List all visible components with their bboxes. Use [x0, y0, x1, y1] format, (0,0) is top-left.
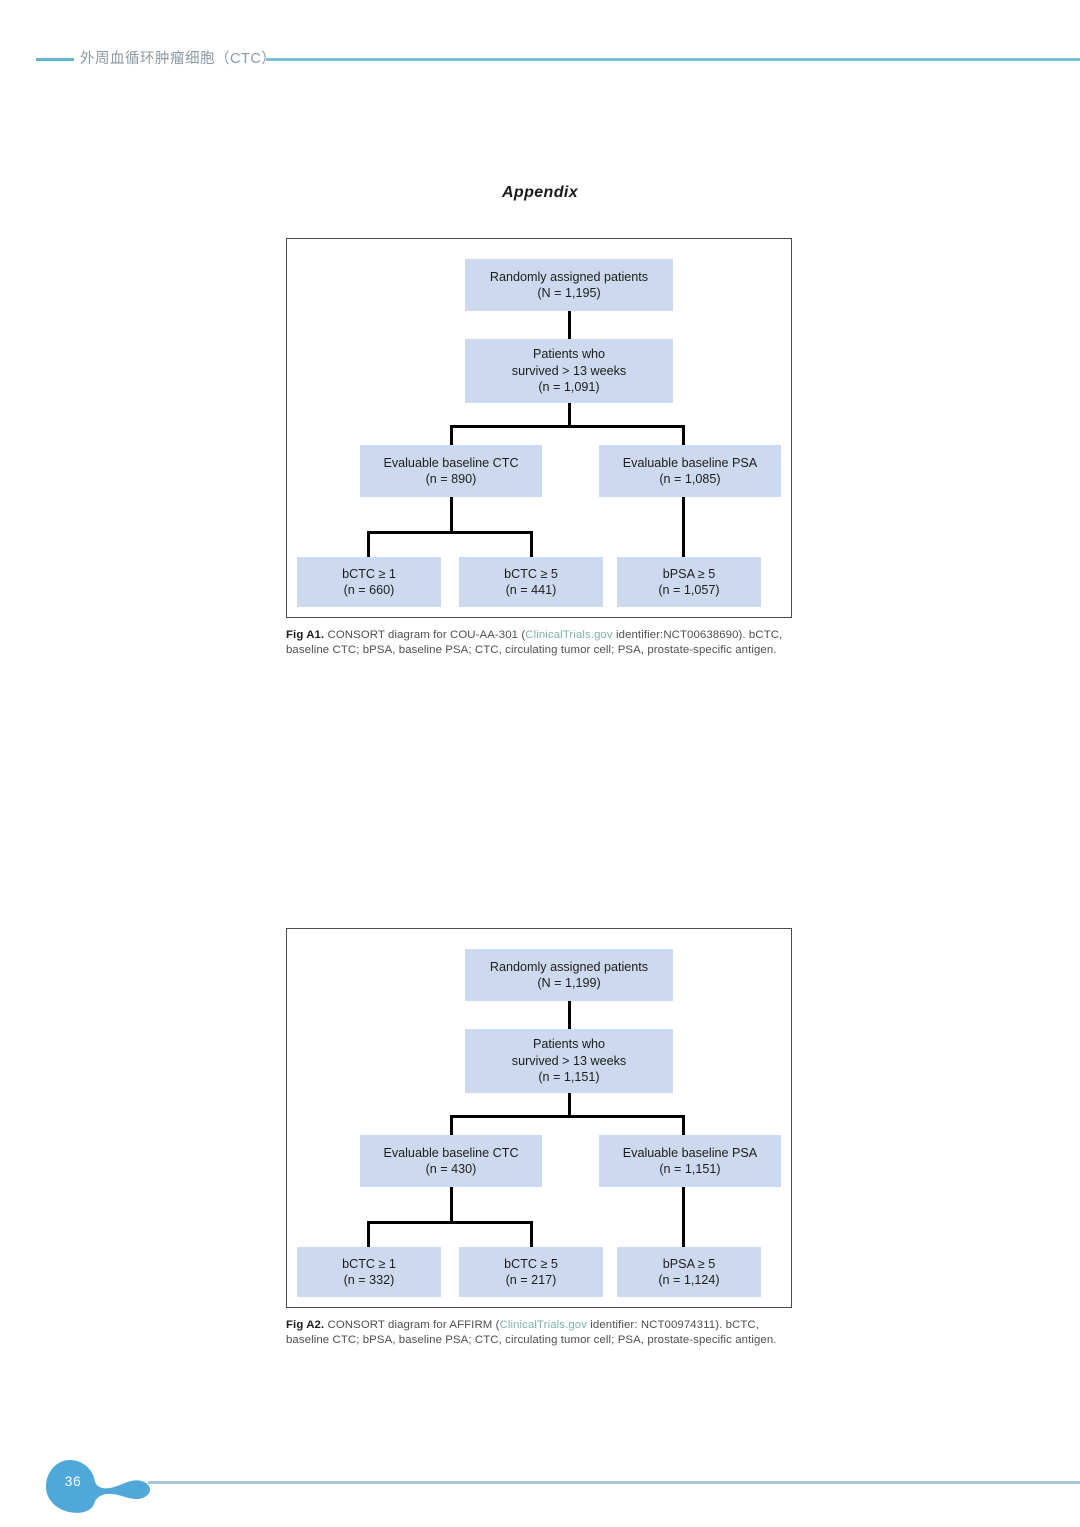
figure-a1: Randomly assigned patients (N = 1,195) P…	[286, 238, 794, 618]
node-evaluable-baseline-ctc: Evaluable baseline CTC (n = 430)	[360, 1135, 542, 1187]
node-label-line1: Randomly assigned patients	[489, 959, 649, 974]
header-rule-left	[36, 58, 74, 61]
caption-label: Fig A2.	[286, 1319, 325, 1331]
node-randomly-assigned-patients: Randomly assigned patients (N = 1,199)	[465, 949, 673, 1001]
node-bctc-ge-1: bCTC ≥ 1 (n = 332)	[297, 1247, 441, 1297]
node-count: (n = 1,085)	[659, 472, 721, 486]
connector-split-bus	[450, 425, 685, 428]
connector-ctc-down	[450, 1187, 453, 1223]
node-count: (N = 1,195)	[537, 286, 601, 300]
connector-psa-to-bpsa	[682, 497, 685, 557]
header-rule-right	[266, 58, 1080, 61]
connector-bus-to-ctc	[450, 1115, 453, 1135]
connector-bus-to-bctc1	[367, 531, 370, 557]
connector-survive-down	[567, 403, 571, 427]
node-randomly-assigned-patients: Randomly assigned patients (N = 1,195)	[465, 259, 673, 311]
header-title: 外周血循环肿瘤细胞（CTC）	[80, 51, 277, 67]
footer-rule	[148, 1481, 1080, 1484]
clinicaltrials-link[interactable]: ClinicalTrials.gov	[499, 1319, 587, 1331]
caption-text-after-link: identifier: NCT00974311). bCTC, baseline…	[286, 1319, 777, 1347]
node-bctc-ge-5: bCTC ≥ 5 (n = 217)	[459, 1247, 603, 1297]
node-count: (n = 217)	[505, 1273, 557, 1287]
node-evaluable-baseline-psa: Evaluable baseline PSA (n = 1,151)	[599, 1135, 781, 1187]
node-label-line1: Evaluable baseline PSA	[622, 455, 758, 470]
node-evaluable-baseline-ctc: Evaluable baseline CTC (n = 890)	[360, 445, 542, 497]
consort-diagram-a1: Randomly assigned patients (N = 1,195) P…	[286, 238, 792, 618]
clinicaltrials-link[interactable]: ClinicalTrials.gov	[525, 629, 613, 641]
node-count: (N = 1,199)	[537, 976, 601, 990]
node-patients-survived: Patients who survived > 13 weeks (n = 1,…	[465, 1029, 673, 1093]
node-count: (n = 332)	[343, 1273, 395, 1287]
node-bpsa-ge-5: bPSA ≥ 5 (n = 1,124)	[617, 1247, 761, 1297]
figure-a1-caption: Fig A1. CONSORT diagram for COU-AA-301 (…	[286, 628, 798, 658]
appendix-title: Appendix	[501, 184, 579, 201]
caption-label: Fig A1.	[286, 629, 325, 641]
node-count: (n = 441)	[505, 583, 557, 597]
caption-text-before-link: CONSORT diagram for COU-AA-301 (	[324, 629, 526, 641]
node-count: (n = 1,151)	[538, 1070, 600, 1085]
connector-ctc-bus	[367, 1221, 533, 1224]
connector-psa-to-bpsa	[682, 1187, 685, 1247]
node-label-line1: bCTC ≥ 1	[342, 566, 396, 581]
node-label-line1: bPSA ≥ 5	[662, 1256, 716, 1271]
node-label-line1: bCTC ≥ 1	[342, 1256, 396, 1271]
node-label-line1: Evaluable baseline PSA	[622, 1145, 758, 1160]
node-label-line1: bPSA ≥ 5	[662, 566, 716, 581]
node-bctc-ge-5: bCTC ≥ 5 (n = 441)	[459, 557, 603, 607]
node-count: (n = 1,124)	[658, 1273, 720, 1287]
page-header: 外周血循环肿瘤细胞（CTC）	[0, 48, 1080, 74]
connector-ctc-down	[450, 497, 453, 533]
connector-random-to-survive	[567, 1001, 571, 1029]
node-label-line2: survived > 13 weeks	[511, 363, 627, 378]
connector-bus-to-psa	[682, 425, 685, 445]
connector-bus-to-bctc1	[367, 1221, 370, 1247]
node-patients-survived: Patients who survived > 13 weeks (n = 1,…	[465, 339, 673, 403]
page-footer: 36	[0, 1455, 1080, 1527]
node-label-line1: Patients who	[532, 347, 606, 362]
connector-ctc-bus	[367, 531, 533, 534]
node-label-line1: Randomly assigned patients	[489, 269, 649, 284]
connector-bus-to-bctc5	[530, 531, 533, 557]
consort-diagram-a2: Randomly assigned patients (N = 1,199) P…	[286, 928, 792, 1308]
node-count: (n = 430)	[425, 1162, 477, 1176]
connector-survive-down	[567, 1093, 571, 1117]
caption-text-after-link: identifier:NCT00638690). bCTC, baseline …	[286, 629, 783, 657]
figure-a2: Randomly assigned patients (N = 1,199) P…	[286, 928, 794, 1308]
connector-bus-to-psa	[682, 1115, 685, 1135]
node-count: (n = 1,151)	[659, 1162, 721, 1176]
node-label-line1: Patients who	[532, 1037, 606, 1052]
node-count: (n = 1,091)	[538, 380, 600, 395]
node-count: (n = 1,057)	[658, 583, 720, 597]
connector-bus-to-bctc5	[530, 1221, 533, 1247]
connector-random-to-survive	[567, 311, 571, 339]
page-number: 36	[64, 1473, 82, 1489]
node-label-line1: Evaluable baseline CTC	[383, 455, 519, 470]
node-evaluable-baseline-psa: Evaluable baseline PSA (n = 1,085)	[599, 445, 781, 497]
node-bctc-ge-1: bCTC ≥ 1 (n = 660)	[297, 557, 441, 607]
node-label-line1: Evaluable baseline CTC	[383, 1145, 519, 1160]
node-count: (n = 890)	[425, 472, 477, 486]
node-bpsa-ge-5: bPSA ≥ 5 (n = 1,057)	[617, 557, 761, 607]
node-label-line1: bCTC ≥ 5	[504, 1256, 558, 1271]
figure-a2-caption: Fig A2. CONSORT diagram for AFFIRM (Clin…	[286, 1318, 798, 1348]
page-number-blob-icon	[46, 1460, 150, 1513]
connector-bus-to-ctc	[450, 425, 453, 445]
connector-split-bus	[450, 1115, 685, 1118]
node-label-line1: bCTC ≥ 5	[504, 566, 558, 581]
caption-text-before-link: CONSORT diagram for AFFIRM (	[324, 1319, 500, 1331]
node-label-line2: survived > 13 weeks	[511, 1053, 627, 1068]
node-count: (n = 660)	[343, 583, 395, 597]
